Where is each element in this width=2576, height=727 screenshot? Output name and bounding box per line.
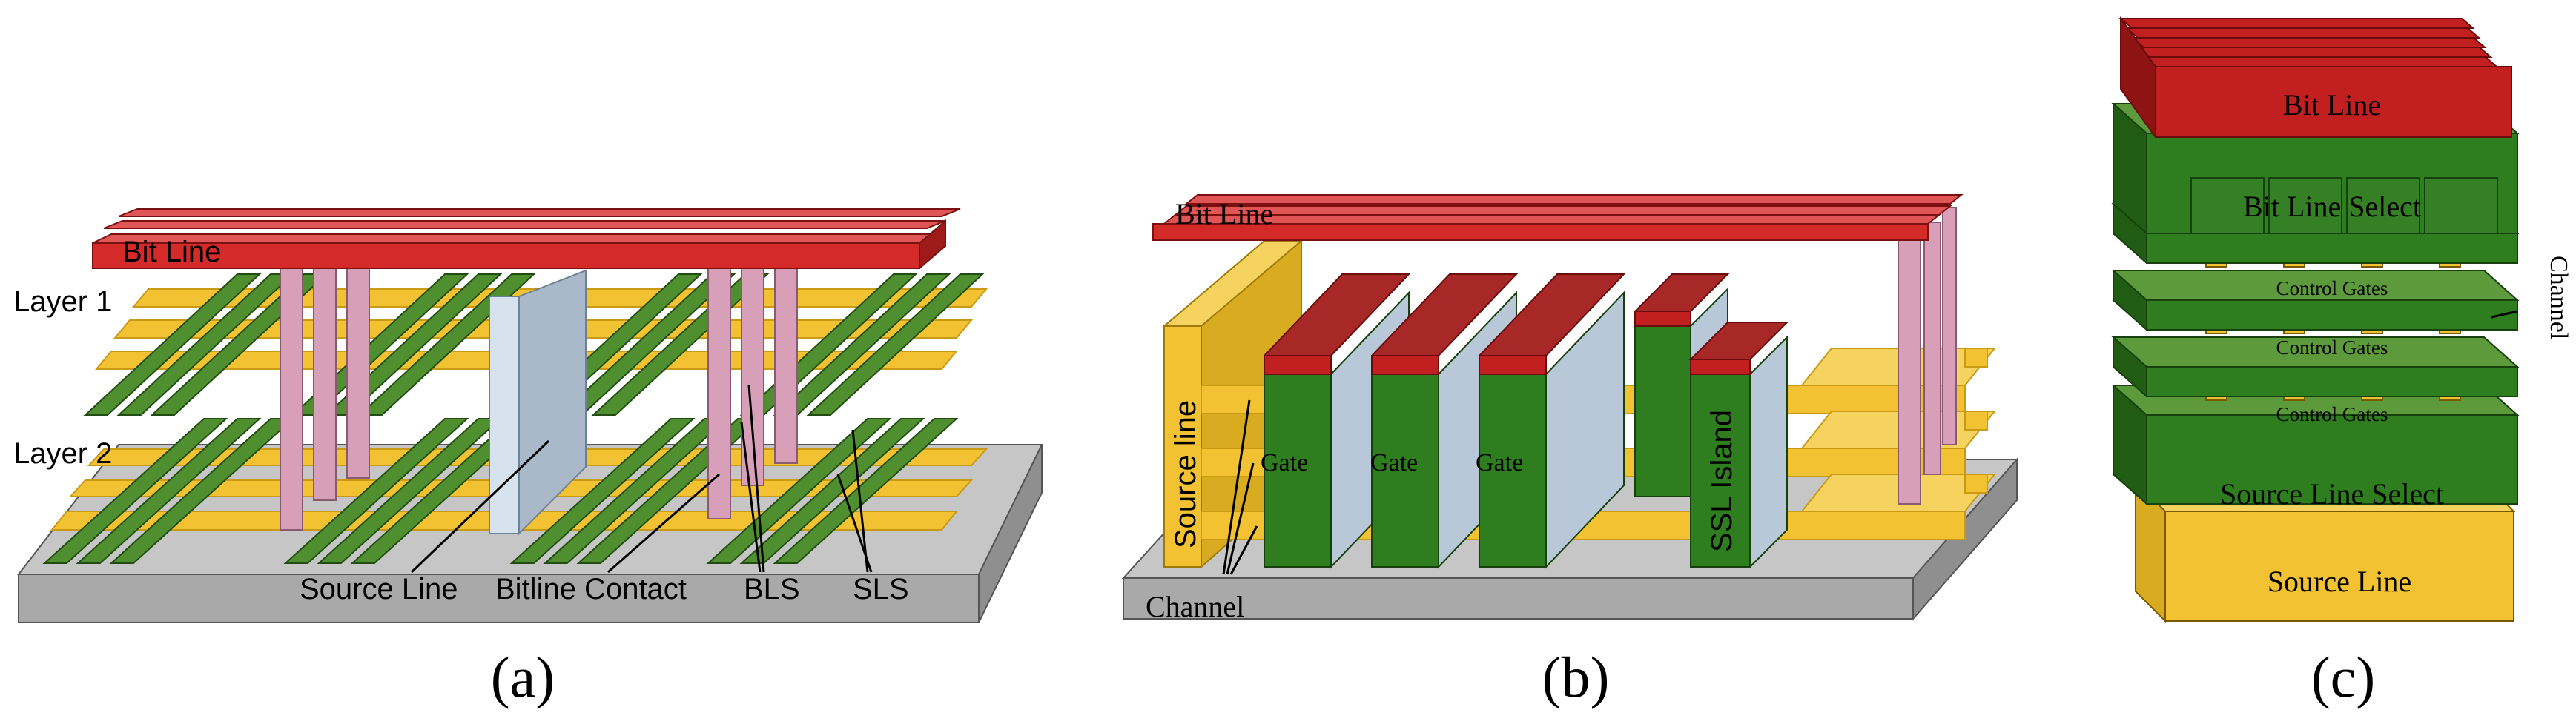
panel-b-ssl-island-label: SSL Island: [1705, 410, 1738, 552]
panel-a-arrows: [410, 385, 873, 574]
panel-c-source-line-select-label: Source Line Select: [2220, 477, 2444, 511]
panel-b-caption: (b): [1542, 645, 1610, 709]
panel-b-source-line-label: Source line: [1169, 400, 1202, 548]
panel-a-bit-line-label: Bit Line: [122, 236, 221, 268]
panel-b-channel-label: Channel: [1146, 590, 1244, 623]
panel-b-ssl-island: SSL Island: [1688, 322, 1789, 569]
panel-c-control-gates-3: Control Gates: [2111, 335, 2520, 425]
panel-a-base-side: [978, 444, 1043, 623]
panel-a: Bit Line Layer 1 Layer 2 Source Line Bit…: [13, 208, 1043, 709]
panel-a-caption: (a): [491, 645, 555, 709]
panel-c-channel-label: Channel: [2545, 256, 2572, 339]
panel-a-source-line-label: Source Line: [300, 573, 458, 605]
panel-c-control-gates-2: Control Gates: [2111, 268, 2520, 359]
panel-b-gate-3: [1477, 273, 1626, 569]
panel-c: Source Line Source Line Select: [2111, 16, 2572, 709]
panel-a-layer1-label: Layer 1: [13, 285, 112, 318]
panel-c-channel-leader: [2491, 310, 2518, 319]
panel-c-caption: (c): [2311, 645, 2376, 709]
panel-b-bit-lines: [1152, 194, 1964, 241]
panel-a-layer2-label: Layer 2: [13, 437, 112, 470]
panel-b-gate2-label: Gate: [1370, 449, 1418, 477]
panel-b-contacts: [1898, 207, 1957, 505]
panel-b: Source line: [1121, 194, 2019, 709]
panel-c-control-gates-3-label: Control Gates: [2276, 403, 2388, 425]
panel-a-source-line-plate: [489, 269, 587, 536]
panel-a-bitline-contact-label: Bitline Contact: [495, 573, 687, 605]
panel-c-bit-line-select-label: Bit Line Select: [2243, 190, 2421, 223]
panel-c-bit-line-label: Bit Line: [2283, 88, 2381, 122]
panel-b-gate1-label: Gate: [1261, 449, 1308, 477]
panel-a-bit-lines: [92, 208, 961, 270]
panel-b-bit-line-label: Bit Line: [1175, 197, 1273, 230]
panel-c-source-line-label: Source Line: [2268, 565, 2411, 598]
panel-c-control-gates-2-label: Control Gates: [2276, 336, 2388, 359]
panel-a-bls-label: BLS: [744, 573, 800, 605]
panel-b-channel-arrows: [1222, 399, 1258, 575]
panel-c-control-gates-1-label: Control Gates: [2276, 277, 2388, 299]
panel-a-layer2-wordlines: [42, 418, 959, 564]
panel-c-bit-lines: Bit Line: [2118, 16, 2512, 140]
panel-a-sls-label: SLS: [853, 573, 909, 605]
panel-b-gate3-label: Gate: [1476, 449, 1523, 477]
